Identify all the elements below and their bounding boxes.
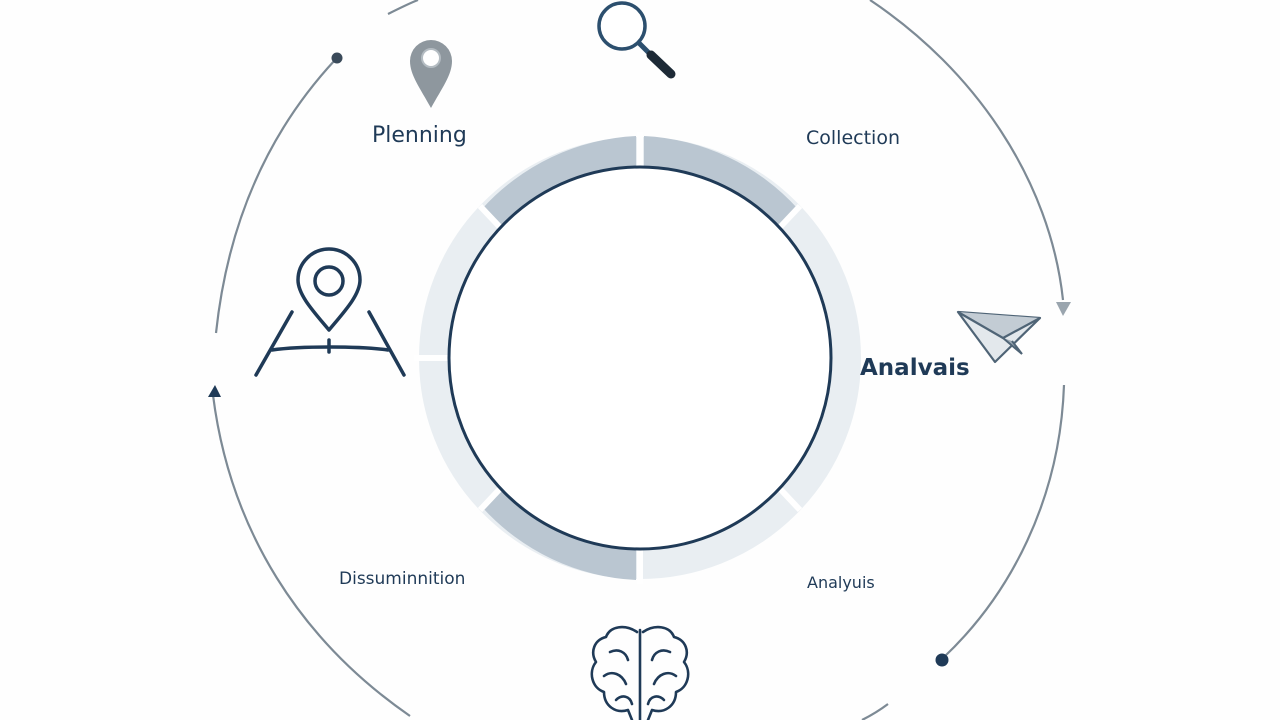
arrow-end-dot-top-left (331, 52, 343, 64)
route-pin-outline (296, 247, 362, 332)
stage-label-collection: Collection (806, 127, 900, 149)
brain-right-hemisphere (641, 625, 690, 720)
arc-top (387, 0, 419, 15)
location-pin-icon (410, 40, 452, 108)
stage-label-analysis-bottom: Analyuis (807, 573, 875, 592)
stage-label-dissemination: Dissuminnition (339, 569, 466, 589)
outer-cycle-arcs (211, 0, 1066, 720)
magnifier-lens (597, 1, 647, 51)
brain-fold-right-2 (652, 671, 678, 686)
brain-fold-left-3 (614, 695, 634, 706)
stage-label-planning: Plenning (372, 123, 467, 148)
map-pin-route-icon (254, 247, 406, 377)
arc-top-right (869, 0, 1065, 301)
pin-body (410, 40, 452, 108)
magnifier-handle (646, 50, 676, 79)
arc-right (942, 384, 1066, 659)
stage-label-analysis-right: Analvais (860, 355, 970, 381)
arc-top-left (214, 59, 336, 334)
brain-fold-right-3 (646, 695, 666, 706)
arc-bottom-right (861, 703, 889, 720)
pin-hole (421, 48, 441, 68)
brain-fold-left-2 (602, 671, 628, 686)
brain-icon (590, 625, 690, 720)
paper-plane-icon (956, 310, 1042, 364)
brain-fold-left-1 (608, 649, 630, 662)
arrowhead-left-up (208, 385, 221, 397)
plane-tail (1002, 337, 1023, 355)
inner-circle (447, 165, 833, 551)
route-right-leg (367, 310, 406, 377)
arrowhead-right-down (1056, 302, 1071, 316)
route-left-leg (254, 310, 294, 377)
arrow-end-dot-bottom-right (935, 653, 949, 667)
segmented-ring (414, 132, 861, 584)
route-pin-dot (313, 265, 345, 297)
brain-left-hemisphere (590, 625, 639, 720)
brain-fold-right-1 (650, 649, 672, 662)
arc-bottom-left (211, 394, 411, 717)
magnifying-glass-icon (597, 1, 676, 79)
